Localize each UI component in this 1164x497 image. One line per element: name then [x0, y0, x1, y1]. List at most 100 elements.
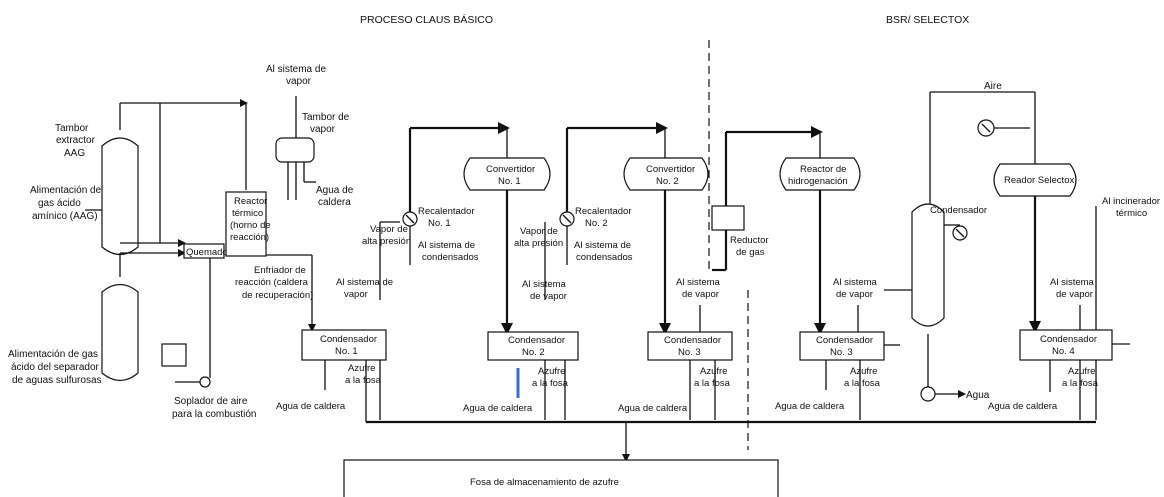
convertidor-2-label-1: Convertidor [646, 164, 695, 175]
agua-caldera-1-label: Agua de caldera [276, 401, 346, 412]
al-incinerador-label-1: Al incinerador [1102, 196, 1160, 207]
recalentador-2-label-2: No. 2 [585, 218, 608, 229]
azufre-bsr-label-2: a la fosa [844, 378, 881, 389]
al-sistema-vapor-2-label-1: Al sistema [522, 279, 567, 290]
condensador-1-label-1: Condensador [320, 334, 377, 345]
azufre-3-label-1: Azufre [700, 366, 727, 377]
condensados-1-label-2: condensados [422, 252, 479, 263]
al-sistema-vapor-bsr2-label-1: Al sistema [1050, 277, 1095, 288]
azufre-2-label-1: Azufre [538, 366, 565, 377]
convertidor-2-label-2: No. 2 [656, 176, 679, 187]
condensador-4 [1019, 329, 1113, 361]
condensador-3-claus-label-1: Condensador [664, 335, 721, 346]
condensados-2-label-1: Al sistema de [574, 240, 631, 251]
condensador-4-label-2: No. 4 [1052, 346, 1075, 357]
reactor-termico-box [225, 191, 267, 257]
soplador-label-1: Soplador de aire [174, 396, 248, 407]
vapor-alta-1-label-2: alta presión [362, 236, 411, 247]
al-incinerador-label-2: térmico [1116, 208, 1147, 219]
convertidor-1 [463, 157, 551, 191]
condensados-2-label-2: condensados [576, 252, 633, 263]
alimentacion-agua-agria-2: ácido del separador [11, 362, 100, 373]
reactor-termico-label-3: (horno de [230, 220, 271, 231]
soplador-label-2: para la combustión [172, 409, 257, 420]
reactor-hidrogenacion-label-1: Reactor de [800, 164, 846, 175]
azufre-bsr-label-1: Azufre [850, 366, 877, 377]
condensador-3-bsr-label-1: Condensador [816, 335, 873, 346]
fosa-almacenamiento [343, 459, 779, 497]
enfriador-label-1: Enfriador de [254, 265, 306, 276]
tambor-vapor-label-1: Tambor de [302, 112, 350, 123]
azufre-bsr2-label-2: a la fosa [1062, 378, 1099, 389]
azufre-bsr2-label-1: Azufre [1068, 366, 1095, 377]
tambor-extractor-vessel [101, 137, 139, 256]
enfriador-label-2: reacción (caldera [235, 277, 309, 288]
condensador-1 [301, 329, 387, 361]
reductor-gas-box [711, 205, 745, 231]
soplador-fan-icon [199, 376, 211, 388]
tambor-extractor-label-1: Tambor [55, 123, 89, 134]
condensador-2 [487, 331, 579, 361]
recalentador-1-label-2: No. 1 [428, 218, 451, 229]
condensador-4-label-1: Condensador [1040, 334, 1097, 345]
header-claus: PROCESO CLAUS BÁSICO [360, 13, 493, 26]
agua-caldera-bsr2-label: Agua de caldera [988, 401, 1058, 412]
soplador-box [161, 343, 187, 367]
al-sistema-vapor-1-label-2: vapor [344, 289, 368, 300]
condensador-tower [911, 203, 945, 327]
reactor-hidrogenacion-label-2: hidrogenación [788, 176, 848, 187]
tambor-extractor-label-3: AAG [64, 148, 85, 159]
vapor-alta-2-label-2: alta presión [514, 238, 563, 249]
al-sistema-vapor-bsr-label-2: de vapor [836, 289, 873, 300]
condensador-1-label-2: No. 1 [335, 346, 358, 357]
reactor-termico-label-1: Reactor [234, 196, 267, 207]
agua-caldera-left-2: caldera [318, 197, 351, 208]
condensador-3-bsr-label-2: No. 3 [830, 347, 853, 358]
condensador-2-label-1: Condensador [508, 335, 565, 346]
agua-caldera-left-1: Agua de [316, 185, 354, 196]
condensador-2-label-2: No. 2 [522, 347, 545, 358]
agua-caldera-bsr-label: Agua de caldera [775, 401, 845, 412]
reactor-selectox-label: Reador Selectox [1004, 175, 1074, 186]
recalentador-2-label-1: Recalentador [575, 206, 632, 217]
azufre-2-label-2: a la fosa [532, 378, 569, 389]
reactor-selectox [993, 163, 1077, 197]
al-sistema-vapor-1-label-1: Al sistema de [336, 277, 393, 288]
tambor-vapor-drum [275, 137, 315, 163]
convertidor-2 [623, 157, 709, 191]
agua-caldera-2-label: Agua de caldera [463, 403, 533, 414]
condensador-3-claus [647, 331, 733, 361]
vapor-alta-1-label-1: Vapor de [370, 224, 408, 235]
alimentacion-aag-label-3: amínico (AAG) [32, 211, 98, 222]
agua-label: Agua [966, 390, 990, 401]
al-sistema-vapor-bsr2-label-2: de vapor [1056, 289, 1093, 300]
azufre-1-label-2: a la fosa [345, 375, 382, 386]
tambor-extractor-label-2: extractor [56, 135, 96, 146]
convertidor-1-label-1: Convertidor [486, 164, 535, 175]
recalentador-1-label-1: Recalentador [418, 206, 475, 217]
enfriador-label-3: de recuperación) [242, 290, 313, 301]
vapor-alta-2-label-1: Vapor de [520, 226, 558, 237]
alimentacion-agua-agria-3: de aguas sulfurosas [12, 375, 102, 386]
condensados-1-label-1: Al sistema de [418, 240, 475, 251]
quemador-box [183, 243, 225, 259]
al-sistema-vapor-2-label-2: de vapor [530, 291, 567, 302]
al-sistema-vapor-3-label-1: Al sistema [676, 277, 721, 288]
fosa-label: Fosa de almacenamiento de azufre [470, 477, 619, 488]
alimentacion-aag-label-1: Alimentación de [30, 185, 102, 196]
convertidor-1-label-2: No. 1 [498, 176, 521, 187]
reactor-hidrogenacion [779, 157, 861, 191]
header-bsr: BSR/ SELECTOX [886, 14, 969, 26]
alimentacion-aag-label-2: gas ácido [38, 198, 81, 209]
al-sistema-vapor-3-label-2: de vapor [682, 289, 719, 300]
reactor-termico-label-4: reacción) [230, 232, 269, 243]
condensador-3-bsr [799, 331, 885, 361]
reductor-gas-label-2: de gas [736, 247, 765, 258]
al-sistema-vapor-left-2: vapor [286, 76, 312, 87]
al-sistema-vapor-bsr-label-1: Al sistema [833, 277, 878, 288]
alimentacion-agua-agria-1: Alimentación de gas [8, 349, 98, 360]
aire-label: Aire [984, 81, 1002, 92]
al-sistema-vapor-left-1: Al sistema de [266, 64, 326, 75]
condensador-3-claus-label-2: No. 3 [678, 347, 701, 358]
